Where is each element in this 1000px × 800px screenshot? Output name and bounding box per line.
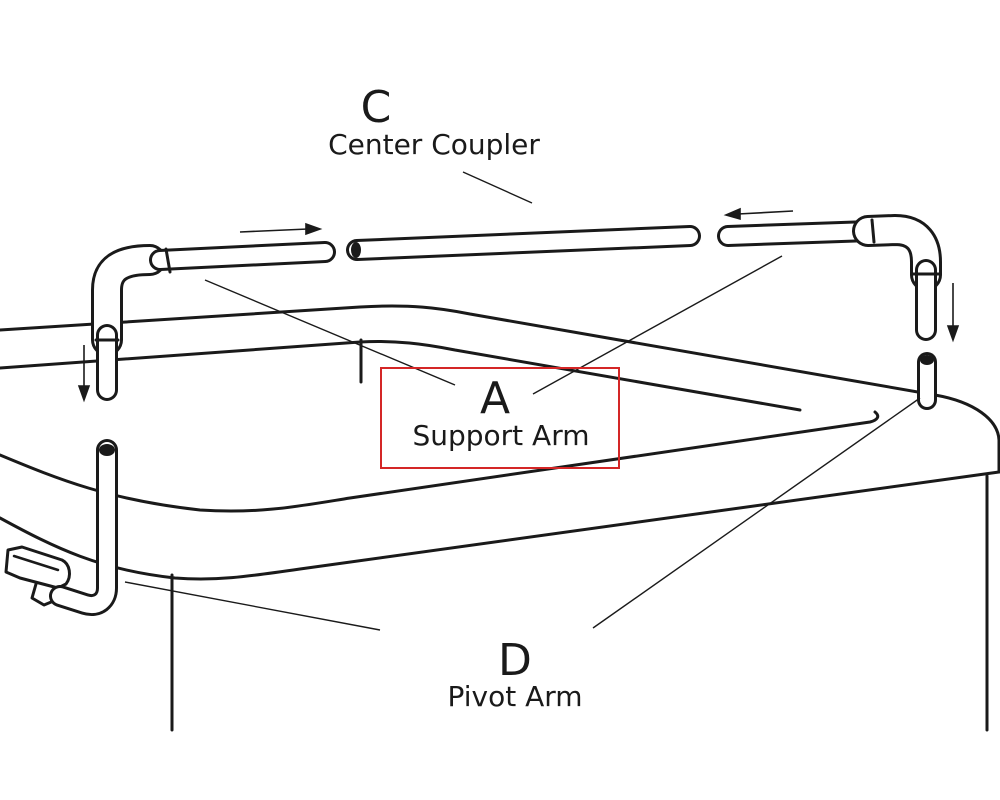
right-pivot-arm — [917, 352, 937, 410]
label-c-caption: Center Coupler — [328, 128, 540, 161]
direction-arrows — [77, 207, 960, 403]
arrow-right-icon — [239, 222, 323, 236]
label-d-caption: Pivot Arm — [447, 680, 582, 713]
label-d-letter: D — [498, 635, 532, 686]
left-pivot-arm-tip — [99, 444, 115, 456]
right-pivot-arm-tip — [920, 355, 934, 365]
label-c-letter: C — [361, 82, 392, 133]
arrow-left-icon — [723, 207, 794, 221]
center-coupler-end — [351, 242, 361, 258]
leader-line-c — [462, 171, 533, 204]
leader-line-d-right — [592, 397, 921, 629]
arrow-down-right-icon — [946, 283, 960, 343]
leader-line-d-left — [124, 581, 381, 631]
label-a-highlight-box — [380, 367, 620, 469]
right-support-arm — [717, 213, 942, 341]
left-pivot-arm — [49, 439, 118, 616]
center-coupler — [346, 225, 701, 261]
label-a-letter: A — [480, 373, 510, 424]
leader-line-a-left — [204, 279, 456, 386]
label-d: D Pivot Arm — [447, 635, 582, 713]
left-support-arm — [91, 241, 336, 401]
label-a: A Support Arm — [380, 367, 620, 469]
bin-body — [0, 304, 1000, 732]
label-a-caption: Support Arm — [412, 419, 589, 452]
label-c: C Center Coupler — [328, 82, 540, 161]
arrow-down-left-icon — [77, 345, 91, 403]
leader-lines — [124, 171, 921, 631]
leader-line-a-right — [532, 255, 783, 395]
